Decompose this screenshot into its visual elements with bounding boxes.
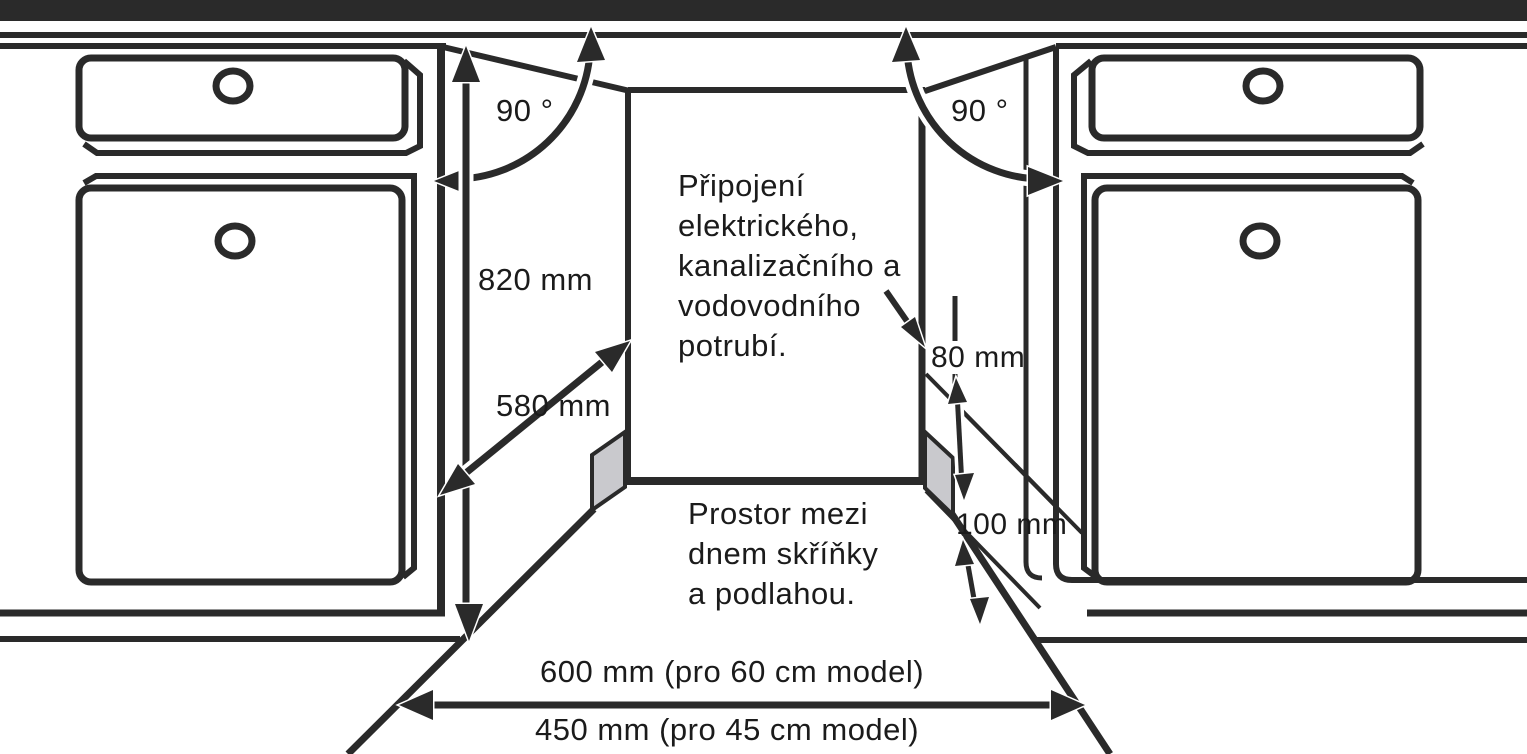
left-door-knob (214, 222, 256, 260)
right-door-front (1091, 184, 1422, 586)
connection-note-line: elektrického, (678, 208, 859, 243)
countertop (0, 0, 1527, 49)
connection-note-line: kanalizačního a (678, 248, 901, 283)
right-door-knob (1239, 222, 1281, 260)
dimension-arrow-width (395, 687, 1089, 723)
floor-note-line: dnem skříňky (688, 536, 879, 571)
right-drawer-front (1088, 54, 1424, 142)
niche-back-wall (437, 44, 1527, 613)
right-cabinet (1033, 54, 1527, 643)
dimension-label-580: 580 mm (496, 388, 611, 423)
connection-note-line: potrubí. (678, 328, 788, 363)
left-drawer-knob (212, 67, 254, 105)
angle-label-right: 90 ° (951, 93, 1009, 128)
dimension-label-820: 820 mm (478, 262, 593, 297)
dimension-label-80: 80 mm (931, 341, 1026, 374)
floor-note: Prostor mezi dnem skříňky a podlahou. (688, 494, 878, 614)
dimension-label-450: 450 mm (pro 45 cm model) (535, 712, 920, 747)
angle-label-left: 90 ° (496, 93, 554, 128)
angle-arc-right (889, 23, 1068, 198)
dimension-arrow-820 (449, 41, 486, 646)
dimension-arrow-100 (952, 535, 992, 629)
floor-note-line: Prostor mezi (688, 496, 868, 531)
dimension-arrow-80 (945, 296, 977, 505)
left-wall-foot-panel (590, 428, 627, 514)
floor-note-line: a podlahou. (688, 576, 856, 611)
dimension-arrow-580 (436, 338, 634, 498)
left-drawer-front (75, 54, 409, 142)
left-door-front (75, 184, 406, 586)
connection-note-line: Připojení (678, 168, 805, 203)
connection-note-line: vodovodního (678, 288, 862, 323)
connection-note: Připojení elektrického, kanalizačního a … (678, 166, 901, 366)
right-drawer-knob (1242, 67, 1284, 105)
dimension-label-600: 600 mm (pro 60 cm model) (540, 654, 925, 689)
dimension-label-100: 100 mm (956, 508, 1068, 541)
left-cabinet (0, 54, 460, 642)
connection-leader-arrow (880, 285, 929, 352)
